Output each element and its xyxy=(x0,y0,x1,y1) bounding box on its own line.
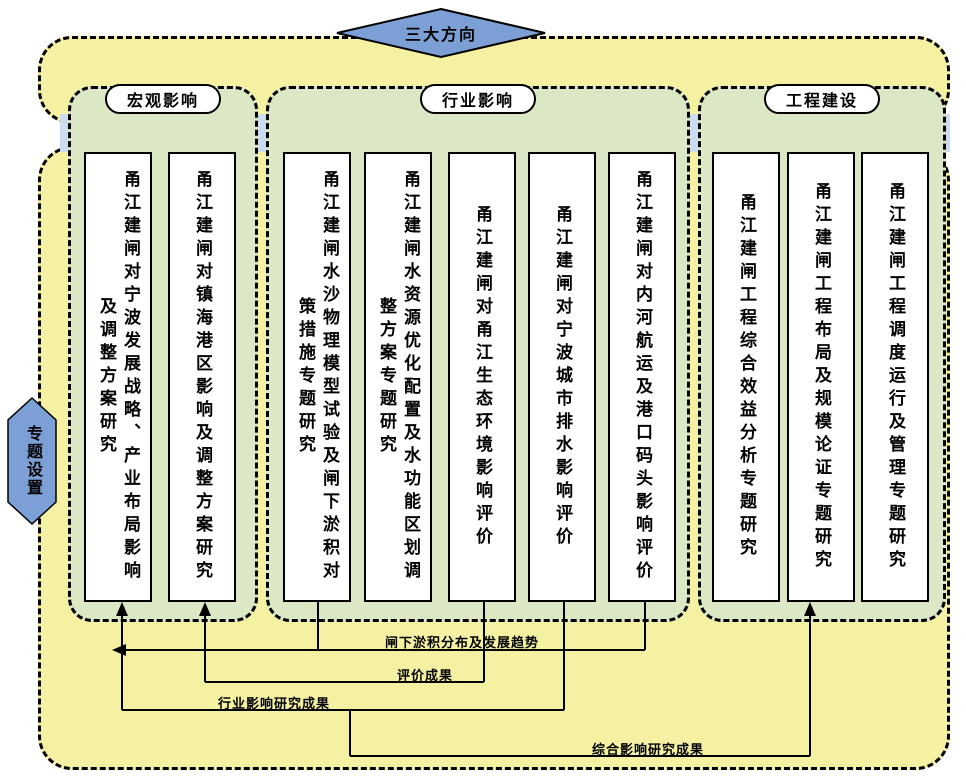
topic-box: 甬江建闸水沙物理模型试验及闸下淤积对策措施专题研究 xyxy=(283,152,351,602)
topic-setup-label: 专题设置 xyxy=(24,425,41,497)
diamond-shape-icon xyxy=(336,7,546,59)
topic-setup-hexagon: 专题设置 xyxy=(6,396,58,526)
flow-label-industry: 行业影响研究成果 xyxy=(217,696,331,711)
flow-label-comprehensive: 综合影响研究成果 xyxy=(591,742,705,757)
group-label-engineering: 工程建设 xyxy=(763,84,881,114)
group-label-industry: 行业影响 xyxy=(419,84,537,114)
topic-box: 甬江建闸水资源优化配置及水功能区划调整方案专题研究 xyxy=(364,152,432,602)
hexagon-shape-icon xyxy=(7,396,57,526)
group-label-macro: 宏观影响 xyxy=(104,84,222,114)
three-directions-label: 三大方向 xyxy=(404,27,477,44)
flow-label-evaluation: 评价成果 xyxy=(396,668,454,683)
three-directions-diamond: 三大方向 xyxy=(335,7,547,59)
topic-box: 甬江建闸工程调度运行及管理专题研究 xyxy=(861,152,929,602)
flow-label-siltation: 闸下淤积分布及发展趋势 xyxy=(384,635,540,650)
topic-box: 甬江建闸工程布局及规模论证专题研究 xyxy=(787,152,855,602)
topic-box: 甬江建闸对镇海港区影响及调整方案研究 xyxy=(168,152,236,602)
topic-box: 甬江建闸对宁波城市排水影响评价 xyxy=(528,152,596,602)
topic-box: 甬江建闸工程综合效益分析专题研究 xyxy=(712,152,780,602)
topic-box: 甬江建闸对内河航运及港口码头影响评价 xyxy=(608,152,676,602)
topic-box: 甬江建闸对宁波发展战略、产业布局影响及调整方案研究 xyxy=(84,152,152,602)
topic-box: 甬江建闸对甬江生态环境影响评价 xyxy=(448,152,516,602)
